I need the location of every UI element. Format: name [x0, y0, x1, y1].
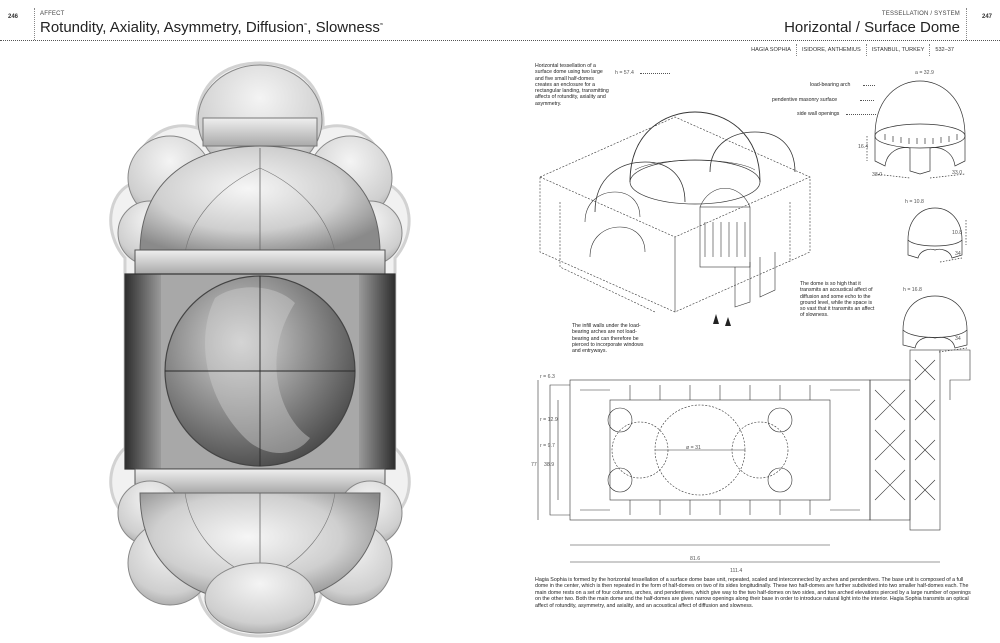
dim-leader — [640, 73, 670, 74]
plan-h2: 38.9 — [544, 462, 555, 468]
leader-line — [860, 100, 874, 101]
dim-h2: h = 10.8 — [905, 199, 924, 205]
meta-location: ISTANBUL, TURKEY — [865, 44, 930, 56]
annotation-intro: Horizontal tessellation of a surface dom… — [535, 63, 609, 107]
half-dome-diagram-1 — [907, 207, 967, 263]
plan-r3: r = 9.7 — [540, 443, 555, 449]
leader-line — [863, 85, 875, 86]
plan-w1: 81.6 — [690, 556, 701, 562]
leader-line — [846, 114, 876, 115]
title-suffix: Slowness — [315, 19, 380, 36]
page-number-right: 247 — [981, 14, 992, 20]
dim-h1: 16.4 — [858, 144, 869, 150]
plan-w2: 111.4 — [730, 568, 743, 574]
dome-base-unit-diagram — [866, 80, 966, 179]
header-rule — [0, 40, 1000, 41]
dim-h3: h = 16.8 — [903, 287, 922, 293]
label-side-wall-openings: side wall openings — [797, 111, 840, 117]
label-pendentive: pendentive masonry surface — [772, 97, 838, 103]
page-number-left: 246 — [8, 14, 19, 20]
annotation-infill-walls: The infill walls under the load-bearing … — [572, 323, 644, 355]
dim-w2: 33.0 — [952, 170, 963, 176]
page-title-right: Horizontal / Surface Dome — [784, 19, 960, 36]
label-load-bearing-arch: load-bearing arch — [810, 82, 851, 88]
plan-r1: r = 6.3 — [540, 374, 555, 380]
half-dome-diagram-2 — [902, 295, 968, 353]
meta-architects: ISIDORE, ANTHEMIUS — [795, 44, 866, 56]
meta-date: 532–37 — [929, 44, 959, 56]
section-label-left: AFFECT — [40, 11, 65, 17]
dim-height-main: h = 57.4 — [615, 70, 634, 76]
description-paragraph: Hagia Sophia is formed by the horizontal… — [535, 577, 971, 609]
dim-w3: 34 — [955, 251, 961, 257]
title-separator: , — [307, 19, 316, 36]
signal-icon: ≈ — [379, 22, 384, 28]
plan-h1: 77 — [531, 462, 537, 468]
building-meta: HAGIA SOPHIA ISIDORE, ANTHEMIUS ISTANBUL… — [746, 44, 959, 56]
dim-w1: 33.0 — [872, 172, 883, 178]
dim-w4: 34 — [955, 336, 961, 342]
page-title-left: Rotundity, Axiality, Asymmetry, Diffusio… — [40, 19, 383, 36]
dim-a-dome: a = 32.9 — [915, 70, 934, 76]
dome-ceiling-render — [109, 61, 411, 638]
floor-plan — [537, 349, 971, 563]
axonometric-drawing — [539, 111, 811, 326]
section-label-right: TESSELLATION / SYSTEM — [881, 11, 960, 17]
signal-icon: ≈ — [303, 22, 308, 28]
dim-d2: 10.8 — [952, 230, 963, 236]
annotation-dome-high: The dome is so high that it transmits an… — [800, 281, 875, 319]
plan-diameter: ø = 31 — [686, 445, 701, 451]
title-main: Rotundity, Axiality, Asymmetry, Diffusio… — [40, 19, 304, 36]
header-divider-left — [34, 8, 35, 40]
meta-building: HAGIA SOPHIA — [751, 47, 791, 53]
plan-r2: r = 12.9 — [540, 417, 558, 423]
header-divider-right — [966, 8, 967, 40]
